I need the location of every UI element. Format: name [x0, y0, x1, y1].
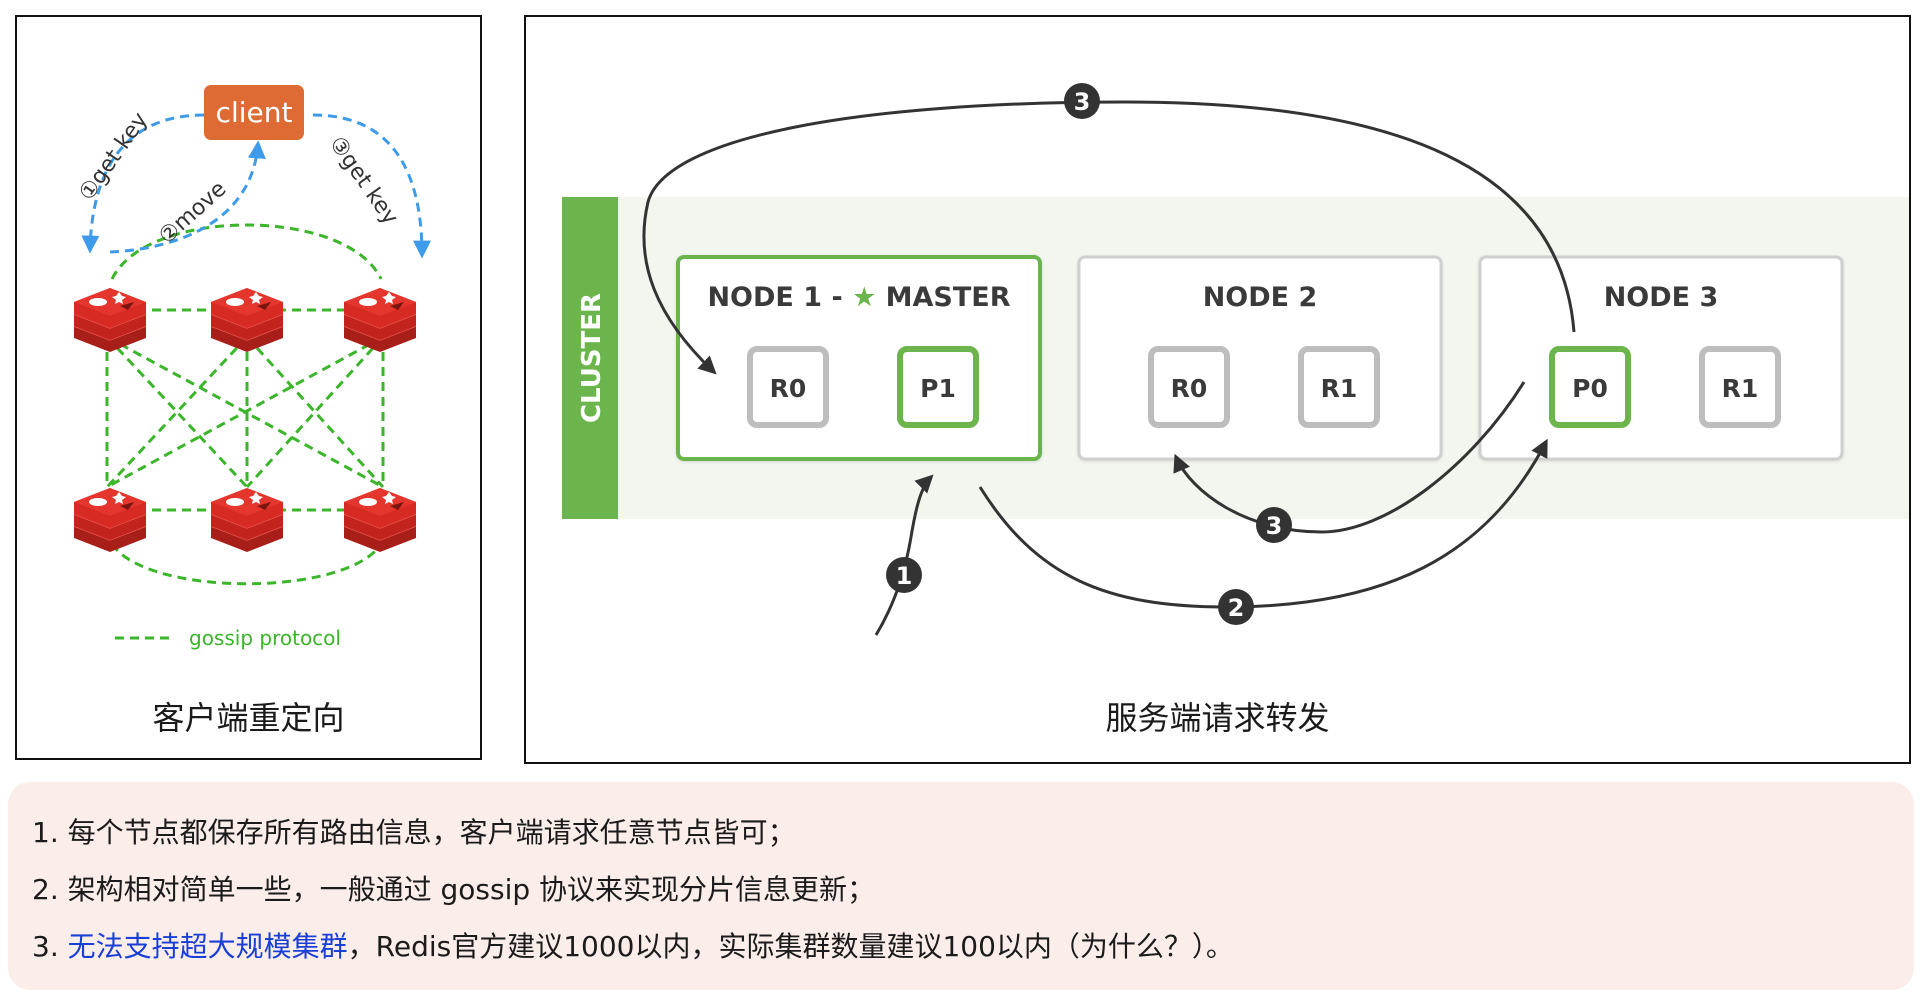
- node-1-shard-r0: R0: [770, 374, 807, 403]
- note-line-3: 3. 无法支持超大规模集群，Redis官方建议1000以内，实际集群数量建议10…: [32, 918, 1890, 975]
- step-badge-2: 2: [1218, 589, 1254, 625]
- node-1-shard-p1: P1: [920, 374, 956, 403]
- notes-box: 1. 每个节点都保存所有路由信息，客户端请求任意节点皆可； 2. 架构相对简单一…: [8, 782, 1914, 990]
- node-3-title: NODE 3: [1604, 282, 1719, 313]
- note-line-1: 1. 每个节点都保存所有路由信息，客户端请求任意节点皆可；: [32, 816, 796, 849]
- gossip-links: [105, 223, 385, 586]
- right-caption: 服务端请求转发: [1105, 699, 1330, 737]
- step-2-number: 2: [1228, 594, 1245, 622]
- redis-node-3: [343, 287, 417, 353]
- node-2-title: NODE 2: [1203, 282, 1318, 313]
- node-2-card: NODE 2 R0 R1: [1077, 255, 1443, 461]
- step-badge-1: 1: [886, 557, 922, 593]
- step-badge-3-top: 3: [1064, 83, 1100, 119]
- node-3-shard-r1: R1: [1722, 374, 1759, 403]
- arrow-label-get-key-3: ③get key: [324, 132, 403, 229]
- redis-node-1: [73, 287, 147, 353]
- node-1-card: NODE 1 - ★ MASTER R0 P1: [676, 255, 1042, 461]
- arrow-label-move: ②move: [154, 177, 231, 250]
- redis-node-5: [210, 487, 284, 553]
- node-1-title-prefix: NODE 1 -: [707, 282, 852, 313]
- node-2-shard-r1: R1: [1321, 374, 1358, 403]
- cluster-tab: [562, 197, 618, 519]
- redis-node-4: [73, 487, 147, 553]
- step-3-top-number: 3: [1074, 88, 1091, 116]
- client-redirect-panel: client ①get key ②move ③get key gossip pr…: [15, 15, 482, 760]
- node-3-card: NODE 3 P0 R1: [1478, 255, 1844, 461]
- note-line-3-prefix: 3.: [32, 930, 68, 963]
- redis-node-2: [210, 287, 284, 353]
- server-forward-diagram: CLUSTER NODE 1 - ★ MASTER R0 P1 NODE 2 R…: [562, 83, 1909, 636]
- step-1-number: 1: [896, 562, 913, 590]
- note-line-3-rest: ，Redis官方建议1000以内，实际集群数量建议100以内（为什么？）。: [347, 930, 1234, 963]
- node-2-shard-r0: R0: [1171, 374, 1208, 403]
- client-label: client: [216, 96, 293, 129]
- left-caption: 客户端重定向: [152, 699, 345, 737]
- client-box: [204, 85, 304, 140]
- svg-text:NODE 1 - ★ MASTER: NODE 1 - ★ MASTER: [707, 282, 1010, 313]
- node-1-title-suffix: MASTER: [886, 282, 1011, 313]
- step-3-bottom-number: 3: [1266, 512, 1283, 540]
- legend-label: gossip protocol: [189, 626, 341, 650]
- server-forward-panel: CLUSTER NODE 1 - ★ MASTER R0 P1 NODE 2 R…: [524, 15, 1911, 764]
- star-icon: ★: [852, 282, 886, 313]
- client-redirect-diagram: client ①get key ②move ③get key gossip pr…: [73, 85, 431, 650]
- note-line-2: 2. 架构相对简单一些，一般通过 gossip 协议来实现分片信息更新；: [32, 873, 876, 906]
- redis-node-6: [343, 487, 417, 553]
- redirect-arrows: [81, 113, 431, 259]
- step-badge-3-bottom: 3: [1256, 507, 1292, 543]
- cluster-label: CLUSTER: [577, 293, 607, 423]
- note-line-3-highlight: 无法支持超大规模集群: [67, 930, 348, 963]
- arrow-label-get-key-1: ①get key: [74, 108, 153, 205]
- node-3-shard-p0: P0: [1572, 374, 1608, 403]
